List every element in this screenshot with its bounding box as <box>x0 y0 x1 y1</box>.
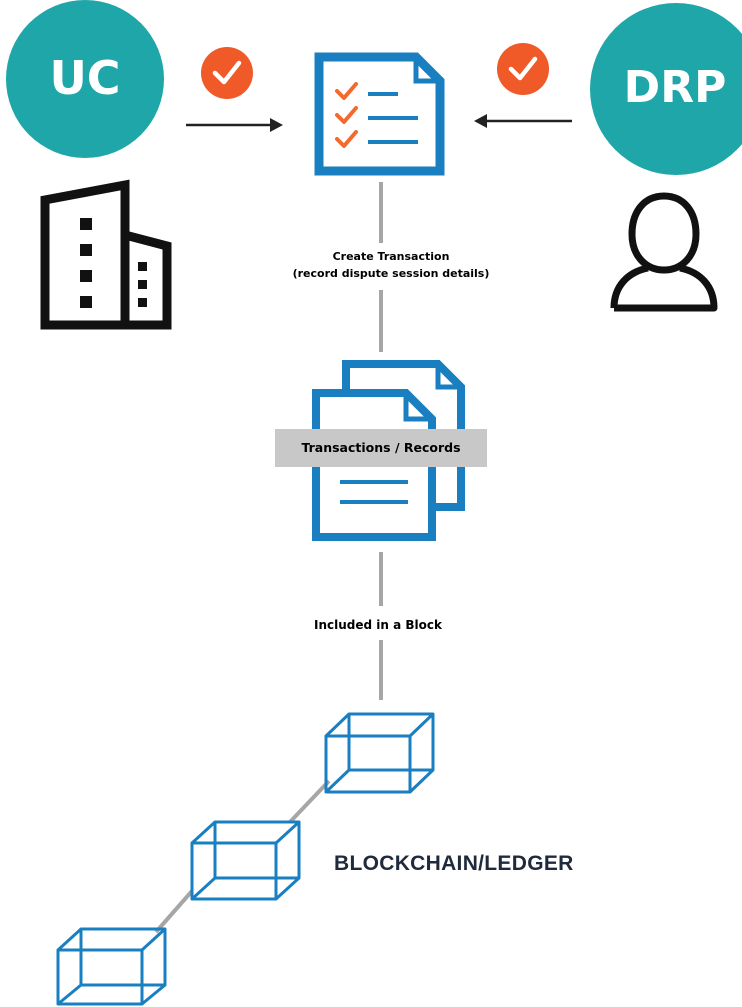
cube-icon <box>190 820 301 901</box>
chain-link-bottom <box>154 889 194 934</box>
create-transaction-subtitle: (record dispute session details) <box>292 267 490 280</box>
records-label: Transactions / Records <box>275 429 487 467</box>
drp-node-label: DRP <box>623 62 727 113</box>
drp-check-badge-icon <box>497 43 549 95</box>
drp-node-circle <box>590 3 742 175</box>
building-icon <box>40 179 172 330</box>
uc-node-label: UC <box>49 51 121 105</box>
uc-node-circle <box>6 0 164 158</box>
drp-to-document-arrow <box>474 114 572 128</box>
blockchain-ledger-label: BLOCKCHAIN/LEDGER <box>334 852 574 875</box>
chain-link-top <box>288 779 331 824</box>
uc-check-badge-icon <box>201 47 253 99</box>
uc-to-document-arrow <box>186 118 283 132</box>
create-transaction-caption: Create Transaction (record dispute sessi… <box>236 248 546 282</box>
cube-icon <box>56 927 167 1006</box>
person-icon <box>610 192 718 312</box>
checklist-document-icon <box>314 52 445 176</box>
create-transaction-title: Create Transaction <box>332 250 450 263</box>
cube-icon <box>324 712 435 794</box>
included-in-block-caption: Included in a Block <box>314 618 442 632</box>
